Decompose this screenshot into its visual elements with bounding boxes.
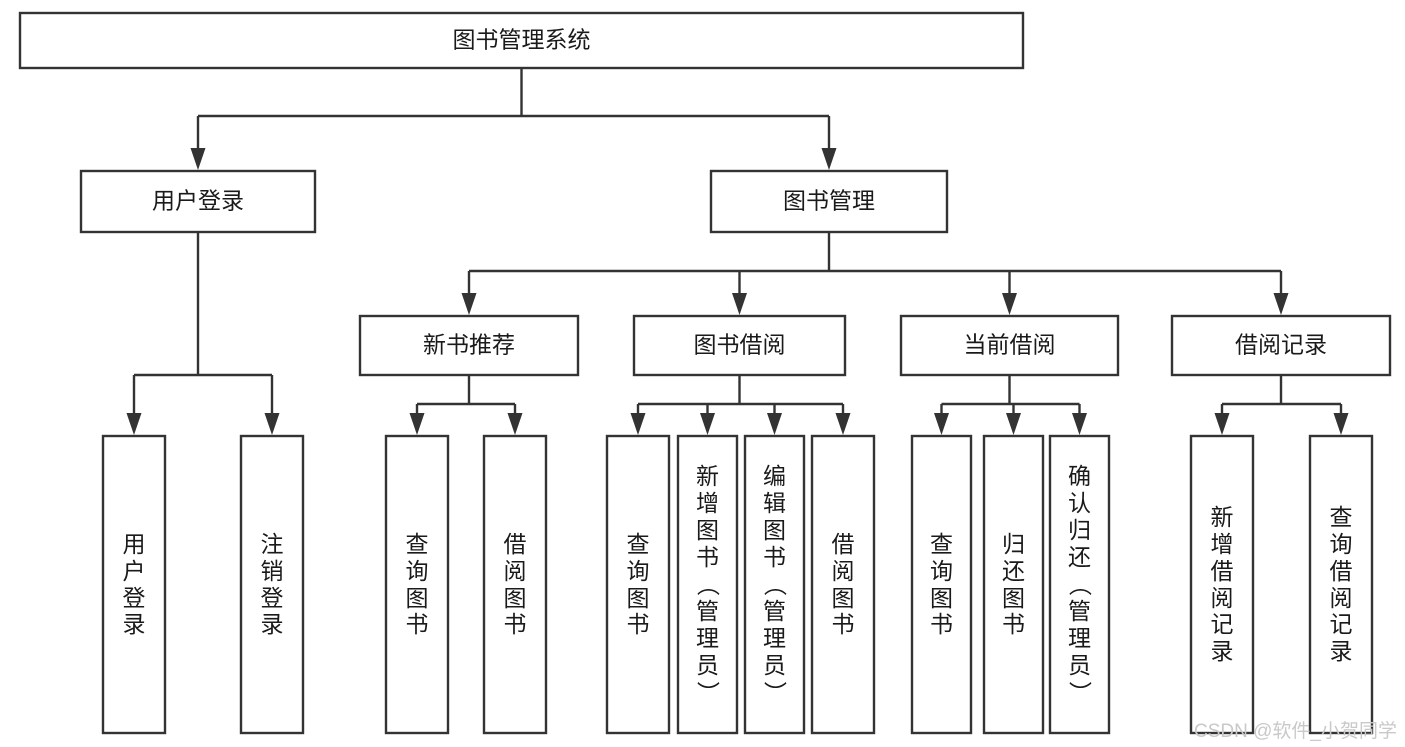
arrow-head-icon [126, 413, 142, 435]
arrow-head-icon [630, 413, 646, 435]
node-box-l-bb-query[interactable] [605, 434, 671, 735]
arrow-head-icon [409, 413, 425, 435]
node-box-l-br-query[interactable] [1308, 434, 1374, 735]
node-l-user-logout[interactable] [239, 434, 305, 735]
node-l-br-add[interactable] [1189, 434, 1255, 735]
arrow-head-icon [507, 413, 523, 435]
node-box-n-new-book[interactable] [358, 314, 580, 377]
node-n-new-book[interactable] [358, 314, 580, 377]
node-box-l-nb-borrow[interactable] [482, 434, 548, 735]
node-boxes-layer [18, 11, 1392, 735]
node-label-root: 图书管理系统 [453, 27, 591, 53]
node-label-n-borrow: 图书借阅 [694, 332, 786, 358]
node-n-book-mgmt[interactable] [709, 169, 949, 234]
node-l-br-query[interactable] [1308, 434, 1374, 735]
arrow-head-icon [1072, 413, 1087, 435]
arrow-head-icon [767, 413, 782, 435]
node-label-n-current: 当前借阅 [964, 332, 1056, 358]
node-box-l-cb-return[interactable] [982, 434, 1045, 735]
node-box-l-cb-confirm[interactable] [1048, 434, 1111, 735]
arrow-head-icon [1006, 413, 1021, 435]
node-l-bb-borrow[interactable] [810, 434, 876, 735]
arrow-head-icon [1214, 413, 1230, 435]
arrow-head-icon [835, 413, 851, 435]
node-box-l-bb-edit[interactable] [743, 434, 806, 735]
arrow-head-icon [461, 293, 477, 315]
node-box-l-cb-query[interactable] [910, 434, 973, 735]
node-label-n-records: 借阅记录 [1235, 332, 1327, 358]
node-l-bb-edit[interactable] [743, 434, 806, 735]
arrow-head-icon [934, 413, 949, 435]
node-box-n-book-mgmt[interactable] [709, 169, 949, 234]
node-l-bb-query[interactable] [605, 434, 671, 735]
node-box-n-user-login[interactable] [79, 169, 317, 234]
node-box-root[interactable] [18, 11, 1025, 70]
node-box-l-bb-borrow[interactable] [810, 434, 876, 735]
node-box-n-records[interactable] [1170, 314, 1392, 377]
node-label-n-new-book: 新书推荐 [423, 332, 515, 358]
arrow-head-icon [264, 413, 280, 435]
node-l-nb-borrow[interactable] [482, 434, 548, 735]
node-box-l-br-add[interactable] [1189, 434, 1255, 735]
node-n-current[interactable] [899, 314, 1120, 377]
node-box-n-borrow[interactable] [632, 314, 847, 377]
arrow-head-icon [732, 293, 747, 315]
node-l-user-login[interactable] [101, 434, 167, 735]
arrow-head-icon [821, 148, 837, 170]
arrow-head-icon [1002, 293, 1017, 315]
node-l-cb-return[interactable] [982, 434, 1045, 735]
node-n-borrow[interactable] [632, 314, 847, 377]
node-box-l-user-logout[interactable] [239, 434, 305, 735]
node-l-nb-query[interactable] [384, 434, 450, 735]
node-n-records[interactable] [1170, 314, 1392, 377]
arrow-head-icon [700, 413, 715, 435]
node-box-l-user-login[interactable] [101, 434, 167, 735]
node-n-user-login[interactable] [79, 169, 317, 234]
arrow-head-icon [190, 148, 206, 170]
node-box-l-nb-query[interactable] [384, 434, 450, 735]
node-l-cb-query[interactable] [910, 434, 973, 735]
node-label-n-book-mgmt: 图书管理 [783, 188, 875, 214]
node-root[interactable] [18, 11, 1025, 70]
arrow-head-icon [1273, 293, 1289, 315]
connector-edges-layer [126, 68, 1349, 435]
node-box-l-bb-add[interactable] [676, 434, 739, 735]
arrow-head-icon [1333, 413, 1349, 435]
node-box-n-current[interactable] [899, 314, 1120, 377]
node-l-bb-add[interactable] [676, 434, 739, 735]
node-label-n-user-login: 用户登录 [152, 188, 244, 214]
node-l-cb-confirm[interactable] [1048, 434, 1111, 735]
